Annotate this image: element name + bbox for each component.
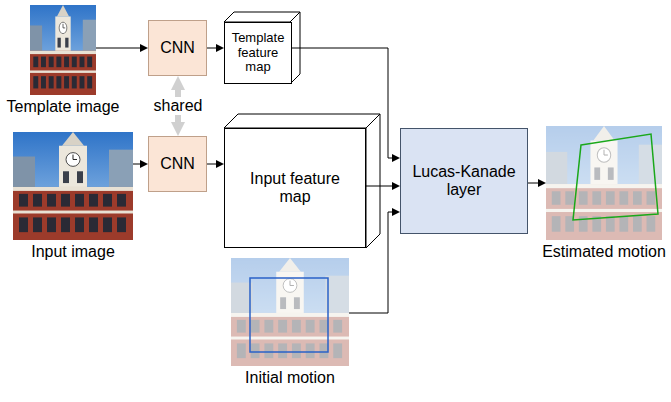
box-label: CNN: [160, 155, 195, 173]
arrow-connector: [366, 186, 392, 187]
feature-map-box: Template feature map: [224, 22, 292, 84]
box-label: Input feature map: [245, 170, 345, 207]
estimated-quad: [573, 134, 658, 220]
arrow-connector: [207, 164, 216, 165]
image-panel: Initial motion: [231, 258, 349, 366]
layer-box: Lucas-Kanade layer: [400, 128, 528, 234]
initial-photo: [231, 258, 349, 366]
arrow-connector: [133, 164, 140, 165]
cnn-box: CNN: [148, 20, 207, 76]
edge-label-holder: shared: [151, 97, 206, 115]
feature-map-box: Input feature map: [224, 128, 366, 248]
image-caption: Input image: [31, 243, 115, 261]
image-panel: Input image: [13, 132, 133, 240]
box-label: Template feature map: [229, 31, 287, 76]
estimated-photo: [546, 126, 662, 240]
image-caption: Template image: [7, 98, 120, 116]
input-photo: [13, 132, 133, 240]
box-label: CNN: [160, 39, 195, 57]
box-label: Lucas-Kanade layer: [408, 163, 520, 200]
image-panel: Estimated motion: [546, 126, 662, 240]
template-photo: [30, 5, 96, 95]
arrow-connector: [528, 183, 538, 184]
cnn-box: CNN: [148, 136, 207, 192]
edge-label: shared: [151, 97, 206, 115]
arrow-connector: [96, 48, 140, 49]
image-caption: Initial motion: [245, 369, 335, 387]
image-panel: Template image: [30, 5, 96, 95]
image-caption: Estimated motion: [542, 243, 666, 261]
arrow-connector: [207, 48, 216, 49]
initial-square: [250, 278, 328, 352]
feature-map-depth: [224, 12, 380, 248]
